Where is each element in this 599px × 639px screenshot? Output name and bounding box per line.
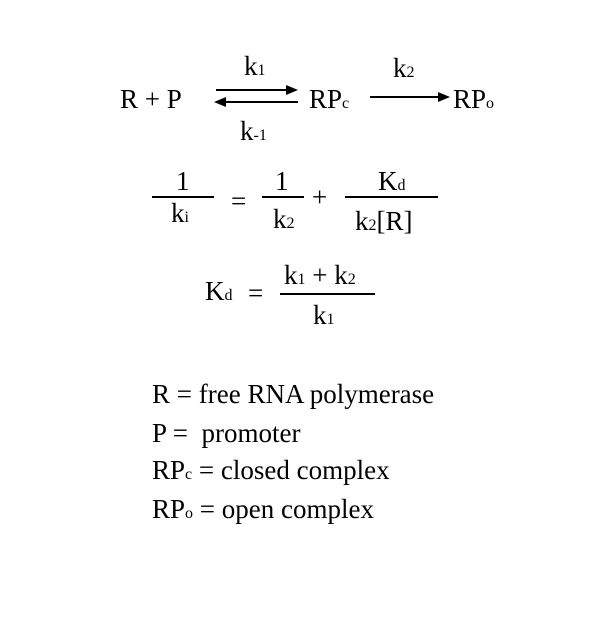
kd-denominator: k1 <box>313 300 335 330</box>
equals-sign-2: = <box>248 278 264 308</box>
legend-item: RPo = open complex <box>152 494 374 524</box>
legend-item: R = free RNA polymerase <box>152 379 435 409</box>
term1-denominator: k2 <box>273 204 295 234</box>
legend-item: P = promoter <box>152 418 301 448</box>
equals-sign-1: = <box>231 186 247 216</box>
kd-fraction-bar <box>280 293 375 295</box>
legend-item: RPc = closed complex <box>152 455 390 485</box>
k1-label: k1 <box>244 51 266 81</box>
reactants-label: R + P <box>120 84 182 114</box>
term2-denominator: k2[R] <box>355 206 413 236</box>
term2-numerator: Kd <box>378 166 406 196</box>
reverse-arrow-head <box>214 97 226 107</box>
lhs-numerator: 1 <box>176 166 190 196</box>
k2-arrow-head <box>438 92 450 102</box>
kd-lhs: Kd <box>205 276 233 306</box>
k2-label: k2 <box>393 53 415 83</box>
plus-sign: + <box>312 182 328 212</box>
term1-numerator: 1 <box>275 166 289 196</box>
lhs-fraction-bar <box>152 196 214 198</box>
term2-fraction-bar <box>345 196 438 198</box>
lhs-denominator: ki <box>171 198 189 228</box>
forward-arrow-head <box>286 85 298 95</box>
kd-numerator: k1 + k2 <box>284 260 356 290</box>
closed-complex-label: RPc <box>309 84 350 114</box>
k-minus1-label: k-1 <box>240 116 267 146</box>
open-complex-label: RPo <box>453 84 495 114</box>
term1-fraction-bar <box>262 196 304 198</box>
